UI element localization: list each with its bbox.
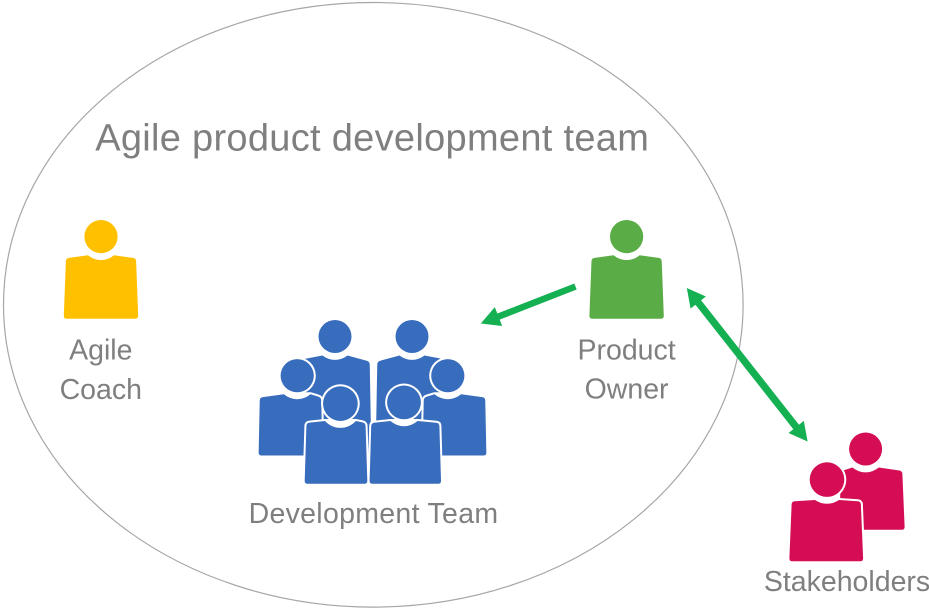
- svg-text:Agile: Agile: [69, 335, 132, 367]
- svg-text:Owner: Owner: [585, 374, 669, 406]
- svg-text:Product: Product: [577, 334, 675, 366]
- svg-text:Coach: Coach: [60, 374, 142, 406]
- svg-text:Agile product development team: Agile product development team: [95, 117, 649, 159]
- svg-text:Stakeholders: Stakeholders: [764, 566, 929, 598]
- svg-text:Development Team: Development Team: [249, 498, 499, 530]
